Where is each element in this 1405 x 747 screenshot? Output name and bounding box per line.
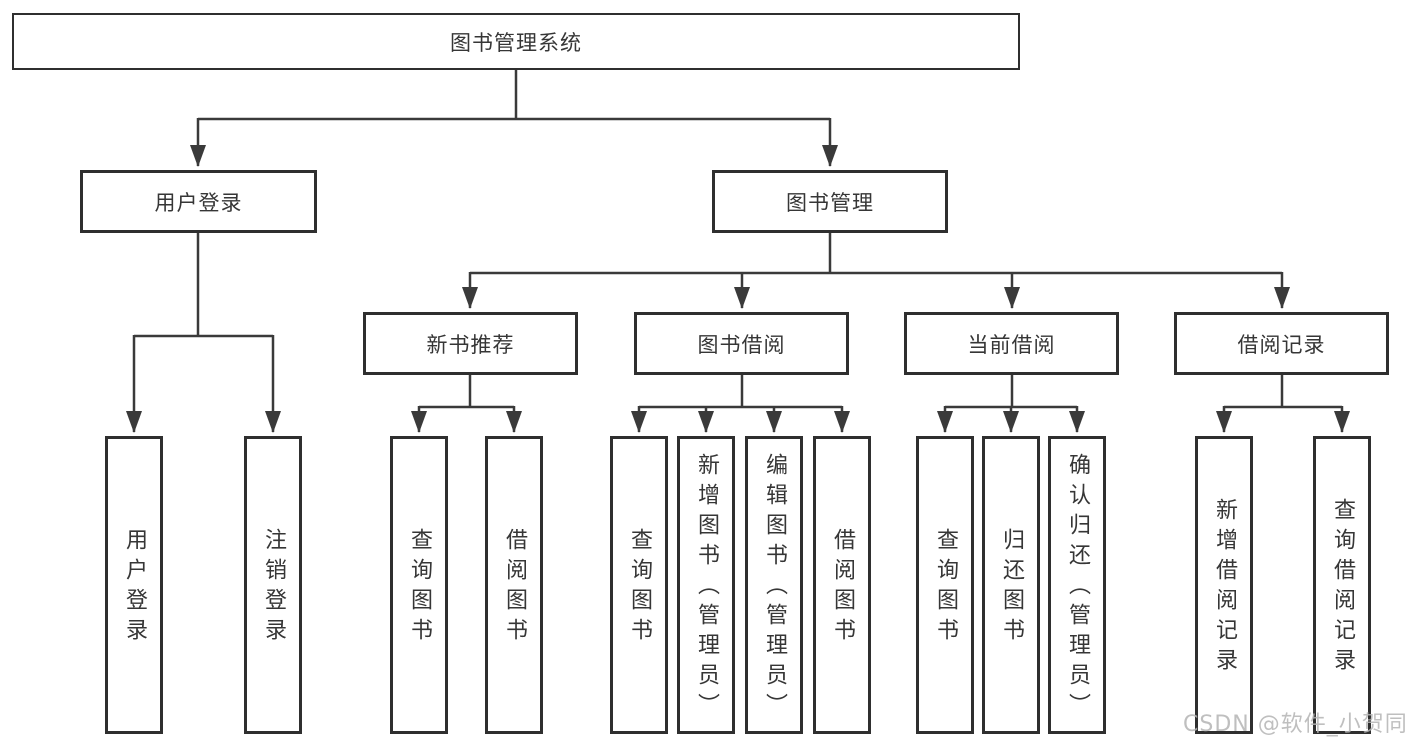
leaf-add-borrow-record: 新增借阅记录: [1195, 436, 1253, 734]
leaf-label: 新增借阅记录: [1212, 498, 1237, 678]
leaf-label: 借阅图书: [830, 528, 855, 648]
leaf-user-login: 用户登录: [105, 436, 163, 734]
leaf-query-books-current: 查询图书: [916, 436, 974, 734]
connector-root-to-level2: [190, 69, 838, 167]
leaf-label: 编辑图书（管理员）: [762, 453, 787, 723]
connector-new-books-branch: [411, 375, 522, 433]
node-label: 图书管理: [786, 190, 874, 215]
leaf-query-books-recommend: 查询图书: [390, 436, 448, 734]
leaf-edit-books-admin: 编辑图书（管理员）: [745, 436, 803, 734]
node-book-borrowing: 图书借阅: [634, 312, 849, 375]
node-label: 新书推荐: [426, 332, 515, 357]
leaf-label: 查询图书: [407, 528, 432, 648]
node-label: 用户登录: [154, 190, 243, 215]
node-label: 图书借阅: [697, 332, 786, 357]
connector-book-mgmt-branch: [462, 233, 1290, 309]
node-book-management: 图书管理: [712, 170, 948, 233]
node-label: 当前借阅: [967, 332, 1056, 357]
leaf-query-borrow-record: 查询借阅记录: [1313, 436, 1371, 734]
leaf-query-books-borrowing: 查询图书: [610, 436, 668, 734]
leaf-borrow-books-recommend: 借阅图书: [485, 436, 543, 734]
node-label: 图书管理系统: [450, 30, 582, 55]
leaf-add-books-admin: 新增图书（管理员）: [677, 436, 735, 734]
leaf-confirm-return-admin: 确认归还（管理员）: [1048, 436, 1106, 734]
node-borrowing-records: 借阅记录: [1174, 312, 1389, 375]
leaf-borrow-books-borrowing: 借阅图书: [813, 436, 871, 734]
leaf-label: 借阅图书: [502, 528, 527, 648]
leaf-label: 查询图书: [933, 528, 958, 648]
leaf-label: 注销登录: [261, 528, 286, 648]
leaf-logout: 注销登录: [244, 436, 302, 734]
leaf-label: 用户登录: [122, 528, 147, 648]
node-new-book-recommend: 新书推荐: [363, 312, 578, 375]
node-user-login: 用户登录: [80, 170, 317, 233]
leaf-label: 新增图书（管理员）: [694, 453, 719, 723]
node-book-management-system: 图书管理系统: [12, 13, 1020, 70]
csdn-watermark: CSDN @软件_小贺同学: [1183, 712, 1405, 737]
node-label: 借阅记录: [1237, 332, 1326, 357]
leaf-return-books: 归还图书: [982, 436, 1040, 734]
leaf-label: 查询图书: [627, 528, 652, 648]
leaf-label: 归还图书: [999, 528, 1024, 648]
leaf-label: 查询借阅记录: [1330, 498, 1355, 678]
connector-current-borrow-branch: [937, 375, 1085, 433]
connector-book-borrow-branch: [631, 375, 850, 433]
leaf-label: 确认归还（管理员）: [1065, 453, 1090, 723]
connector-borrow-records-branch: [1216, 375, 1350, 433]
connector-user-login-branch: [126, 233, 281, 433]
node-current-borrowing: 当前借阅: [904, 312, 1119, 375]
